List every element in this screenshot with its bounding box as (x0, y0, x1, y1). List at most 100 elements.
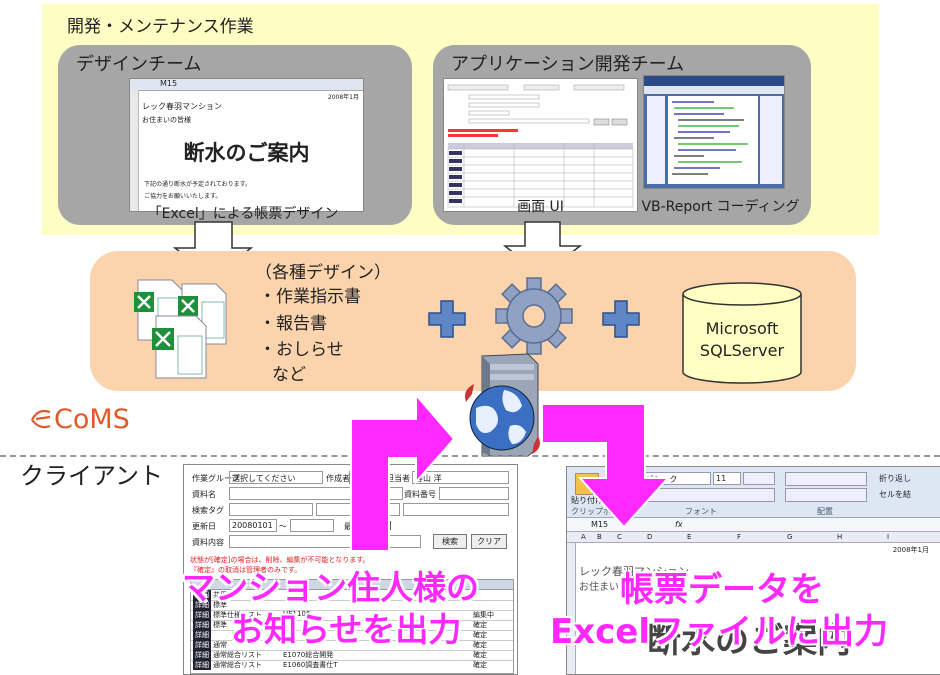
tag-label: 検索タグ (192, 506, 224, 515)
assignee-select[interactable]: 春山 洋 (412, 471, 509, 484)
table-row: 詳細 標準 確定 (191, 620, 513, 631)
magenta-arrow-up (350, 392, 456, 552)
notice-2: 『確定』の取消は管理者のみです。 (190, 566, 302, 574)
excel-doc-date: 2008年1月 (892, 546, 929, 554)
row-state: 確定 (473, 661, 487, 669)
excel-formula-bar: M15 fx (567, 518, 940, 532)
doc-name-input[interactable] (229, 487, 403, 500)
font-grow-shrink[interactable] (743, 472, 775, 485)
col-i: I (887, 533, 890, 541)
row-file: UE1106 (283, 610, 311, 618)
row-detail-button[interactable]: 詳細 (193, 610, 211, 620)
results-table: 詳細 共用部 詳細 標準 詳細 標準仕様リスト UE1106 編集中 詳細 標準… (190, 579, 514, 674)
col-g: G (787, 533, 793, 541)
plus-icon-2 (602, 300, 640, 338)
vb-thumb-graphic (644, 76, 784, 184)
database-label: Microsoft SQLServer (681, 318, 803, 362)
table-row: 詳細 標準仕様リスト UE1106 編集中 (191, 610, 513, 621)
row-detail-button[interactable]: 詳細 (193, 660, 211, 670)
excel-doc-heading: 断水のご案内 (647, 621, 851, 661)
row-detail-button[interactable]: 詳細 (193, 640, 211, 650)
design-item-1: ・作業指示書 (259, 287, 361, 307)
row-group: 通常 (213, 641, 227, 649)
align-toolbar-bottom[interactable] (785, 488, 867, 502)
row-detail-button[interactable]: 詳細 (193, 590, 211, 600)
row-group: 共用部 (213, 591, 234, 599)
row-detail-button[interactable]: 詳細 (193, 650, 211, 660)
cell-ref: M15 (160, 79, 178, 88)
updated-value: 20080101 (232, 521, 273, 530)
left-output-caption-1: マンション住人様の (182, 568, 479, 607)
dev-section-title: 開発・メンテナンス作業 (67, 17, 254, 37)
row-detail-button[interactable]: 詳細 (193, 620, 211, 630)
excel-row-headers (567, 543, 576, 674)
assignee-value: 春山 洋 (415, 474, 442, 483)
doc-no-input[interactable] (439, 487, 509, 500)
vb-screenshot-thumb (643, 75, 785, 189)
table-header (191, 580, 513, 590)
merge-cells-button[interactable]: セルを結 (879, 490, 911, 499)
database-icon (682, 282, 802, 384)
doc-body1: 下記の通り断水が予定されております。 (144, 181, 252, 188)
excel-cell-ref[interactable]: M15 (591, 520, 609, 529)
updated-to-input[interactable] (290, 519, 334, 532)
right-output-caption-2: Excelファイルに出力 (550, 612, 889, 652)
database-label-line2: SQLServer (699, 341, 785, 360)
database-label-line1: Microsoft (705, 319, 779, 338)
col-f: F (737, 533, 742, 541)
row-file: E1070総合開発 (283, 651, 334, 659)
table-row: 詳細 通常総合リスト E1060調査書仕T 確定 (191, 660, 513, 670)
row-group: 通常総合リスト (213, 661, 262, 669)
table-row: 詳細 共用部 (191, 590, 513, 601)
table-row: 詳細 確定 (191, 630, 513, 641)
wrap-text-button[interactable]: 折り返し (879, 474, 911, 483)
row-group: 標準 (213, 601, 227, 609)
left-output-caption-2: お知らせを出力 (231, 610, 462, 649)
col-a: A (581, 533, 586, 541)
table-row: 詳細 通常 確定 (191, 640, 513, 651)
tag-input-1[interactable] (229, 503, 313, 516)
search-button[interactable]: 検索 (433, 534, 467, 549)
assignee-label: 担当者 (386, 474, 410, 483)
font-size-value: 11 (716, 474, 727, 483)
notice-1: 状態が[確定]の場合は、削除、編集が不可能となります。 (190, 556, 370, 564)
font-size-select[interactable]: 11 (713, 472, 741, 485)
paste-label[interactable]: 貼り付け (571, 496, 603, 505)
group-label: 作業グループ (192, 474, 240, 483)
tag-input-3[interactable] (403, 503, 509, 516)
doc-line1: レック春羽マンション (142, 102, 222, 111)
row-state: 確定 (473, 631, 487, 639)
coms-logo-mark (31, 409, 51, 429)
plus-icon-1 (428, 300, 466, 338)
doc-name-label: 資料名 (192, 490, 216, 499)
ui-caption: 画面 UI (517, 199, 564, 215)
updated-label: 更新日 (192, 522, 216, 531)
design-item-3: ・おしらせ (259, 340, 344, 360)
coms-logo: CoMS (28, 404, 130, 435)
row-state: 確定 (473, 651, 487, 659)
group-select[interactable]: 選択してください (229, 471, 323, 484)
fx-icon: fx (675, 520, 683, 529)
app-team-panel: アプリケーション開発チーム (433, 45, 811, 225)
row-detail-button[interactable]: 詳細 (193, 600, 211, 610)
row-state: 確定 (473, 621, 487, 629)
align-toolbar-top[interactable] (785, 472, 867, 486)
vb-caption: VB-Report コーディング (641, 199, 800, 215)
client-divider (0, 455, 940, 457)
doc-heading: 断水のご案内 (183, 141, 310, 165)
formula-bar: M15 (130, 79, 363, 91)
updated-from-input[interactable]: 20080101 (229, 519, 277, 532)
ui-screenshot-thumb (443, 78, 638, 212)
design-list-title: （各種デザイン） (255, 263, 391, 283)
app-team-title: アプリケーション開発チーム (451, 54, 685, 75)
table-row: 詳細 標準 (191, 600, 513, 611)
clear-button[interactable]: クリア (471, 534, 507, 549)
design-item-more: など (272, 365, 306, 385)
row-header (130, 90, 139, 211)
col-c: C (617, 533, 622, 541)
row-state: 確定 (473, 641, 487, 649)
row-state: 編集中 (473, 611, 494, 619)
doc-date: 2008年1月 (327, 94, 359, 101)
content-input[interactable] (229, 535, 421, 548)
row-detail-button[interactable]: 詳細 (193, 630, 211, 640)
